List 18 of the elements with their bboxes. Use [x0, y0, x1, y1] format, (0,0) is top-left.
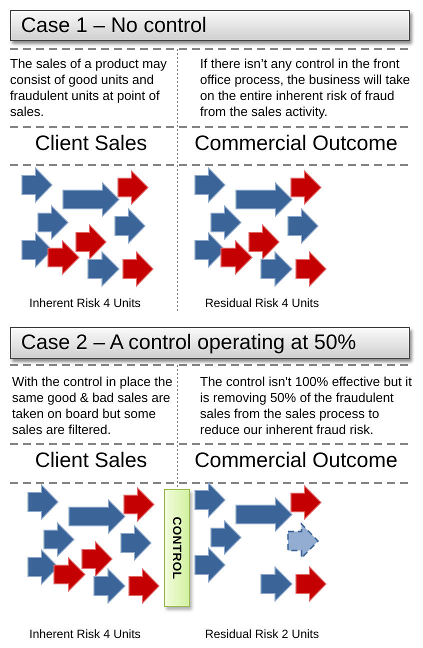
case-heading: Case 1 – No control [21, 14, 207, 38]
risk-caption: Residual Risk 2 Units [204, 627, 320, 641]
section-heading: Client Sales [34, 132, 148, 156]
section-heading: Client Sales [34, 449, 148, 473]
section-heading: Commercial Outcome [194, 449, 398, 473]
risk-caption: Inherent Risk 4 Units [29, 627, 141, 641]
section-heading: Commercial Outcome [194, 132, 398, 156]
risk-caption: Residual Risk 4 Units [204, 296, 320, 310]
control-label: CONTROL [170, 516, 184, 580]
risk-caption: Inherent Risk 4 Units [29, 296, 141, 310]
case-heading: Case 2 – A control operating at 50% [21, 331, 356, 355]
heading-banner [10, 10, 410, 41]
heading-banner [10, 327, 410, 359]
control-bar [164, 489, 190, 607]
description-text: If there isn’t any control in the front office process, the business will take on the entire inherent risk of fraud from the sales activity. [200, 56, 412, 120]
description-text: The sales of a product may consist of good units and fraudulent units at point of sales. [10, 56, 168, 120]
description-text: With the control in place the same good & bad sales are taken on board but some sales are filtered. [12, 374, 174, 438]
description-text: The control isn't 100% effective but it is removing 50% of the fraudulent sales from the sales process to reduce our inherent fraud risk. [200, 374, 412, 438]
